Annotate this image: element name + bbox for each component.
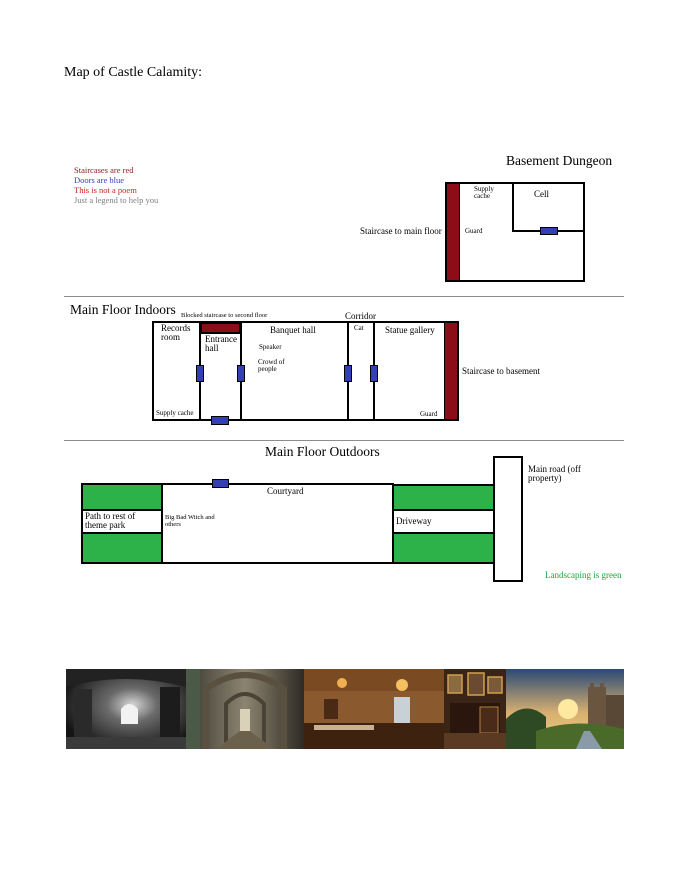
photo-gothic-cloister [186, 669, 304, 749]
indoors-staircase [444, 322, 458, 420]
basement-staircase [446, 183, 460, 281]
path-wall-bottom [81, 532, 163, 534]
landscaping-path-bottom [82, 533, 162, 563]
door-corridor [344, 365, 352, 382]
drive-wall-top [392, 509, 495, 511]
photo-ornate-gallery [444, 669, 506, 749]
legend-doors: Doors are blue [74, 175, 125, 185]
cell-label: Cell [534, 189, 549, 199]
cell-door [540, 227, 558, 235]
basement-supply-cache: Supply cache [474, 185, 494, 201]
door-banquet [237, 365, 245, 382]
banquet-hall-label: Banquet hall [270, 325, 316, 335]
crowd-label: Crowd of people [258, 358, 285, 374]
photo-dark-archway [66, 669, 186, 749]
legend-help: Just a legend to help you [74, 195, 159, 205]
speaker-label: Speaker [259, 343, 282, 351]
entrance-hall-label: Entrance hall [205, 334, 237, 354]
basement-outline [445, 182, 585, 282]
basement-heading: Basement Dungeon [506, 153, 613, 168]
blocked-staircase-edge [199, 332, 242, 334]
legend-not-poem: This is not a poem [74, 185, 137, 195]
door-gallery [370, 365, 378, 382]
basement-guard: Guard [465, 227, 483, 235]
cell-wall-left [512, 182, 514, 232]
corridor-label: Corridor [345, 311, 376, 321]
driveway-label: Driveway [396, 516, 432, 526]
blocked-staircase-label: Blocked staircase to second floor [181, 312, 268, 319]
main-road [493, 456, 523, 582]
legend-landscaping: Landscaping is green [545, 570, 622, 580]
basement-staircase-label: Staircase to main floor [360, 226, 442, 236]
legend-staircases: Staircases are red [74, 165, 134, 175]
statue-gallery-label: Statue gallery [385, 325, 435, 335]
indoors-staircase-label: Staircase to basement [462, 366, 540, 376]
indoors-heading: Main Floor Indoors [70, 302, 176, 317]
landscaping-path-top [82, 484, 162, 510]
path-wall-top [81, 509, 163, 511]
courtyard-label: Courtyard [267, 486, 304, 496]
divider-2 [64, 440, 624, 441]
photo-banquet-hall [304, 669, 444, 749]
divider-1 [64, 296, 624, 297]
wall-path-courtyard [161, 483, 163, 564]
outdoors-heading: Main Floor Outdoors [265, 444, 380, 459]
path-label: Path to rest of theme park [85, 511, 136, 531]
witch-label: Big Bad Witch and others [165, 514, 215, 528]
indoors-supply-cache: Supply cache [156, 409, 194, 417]
photo-castle-sunset [506, 669, 624, 749]
landscaping-drive-bottom [393, 533, 494, 563]
cat-label: Cat [354, 324, 364, 332]
records-room-label: Records room [161, 323, 191, 343]
door-courtyard [212, 479, 229, 488]
indoors-guard: Guard [420, 410, 438, 418]
door-records [196, 365, 204, 382]
page-title: Map of Castle Calamity: [64, 65, 203, 80]
drive-wall-bottom [392, 532, 495, 534]
landscaping-drive-top [393, 485, 494, 510]
door-entrance [211, 416, 229, 425]
main-road-label: Main road (off property) [528, 464, 581, 484]
